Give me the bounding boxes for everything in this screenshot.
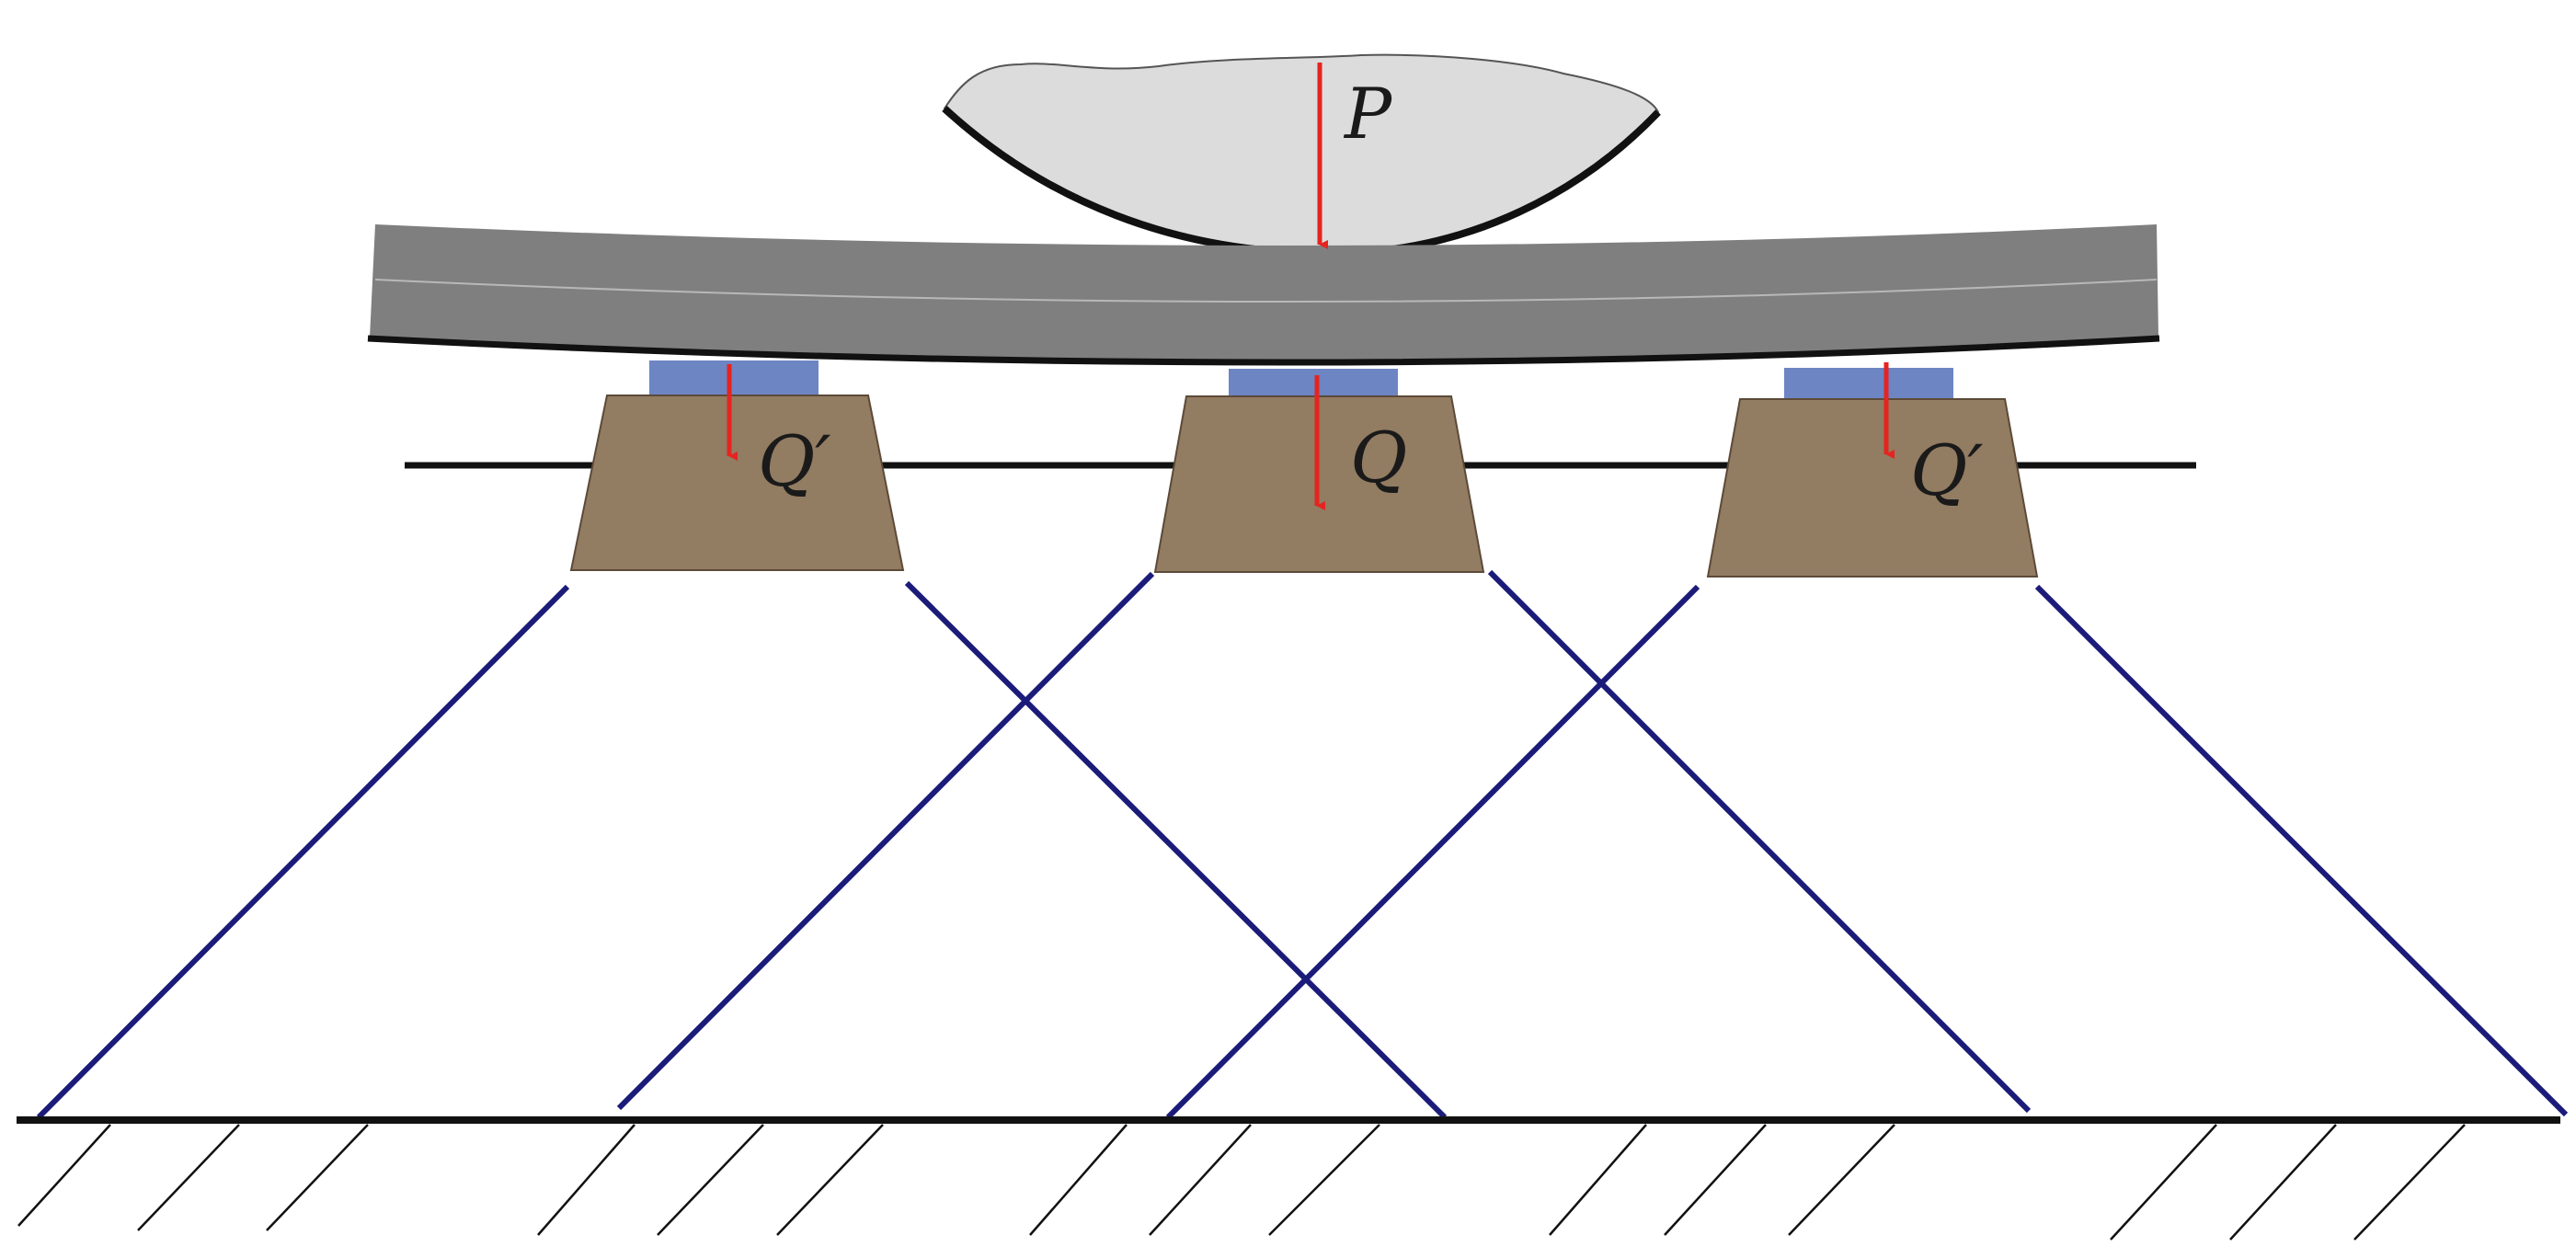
sleeper-right [1706,398,2039,578]
spread-line-right-outer [1165,584,1700,1120]
stress-spread-lines [36,569,2569,1120]
rail [370,224,2158,362]
wheel [943,53,1660,255]
label-reaction-center: Q [1350,417,1407,498]
spread-line-right-inner [2034,584,2569,1117]
rail-pad-left [649,360,819,395]
spread-line-left-outer [36,584,570,1120]
spread-line-left-inner [904,580,1448,1120]
rail-underside [367,335,2160,366]
label-reaction-left: Q′ [758,420,831,502]
rail-pad-right [1784,368,1953,402]
ground-hatching [17,1124,2466,1241]
spread-line-center-inner [1487,569,2032,1114]
rail-upper-highlight [374,279,2158,303]
spread-line-center-outer [616,571,1155,1111]
force-arrows [727,63,1895,510]
sleeper-left [569,395,905,571]
label-reaction-right: Q′ [1910,429,1984,511]
label-load-P: P [1343,73,1393,154]
